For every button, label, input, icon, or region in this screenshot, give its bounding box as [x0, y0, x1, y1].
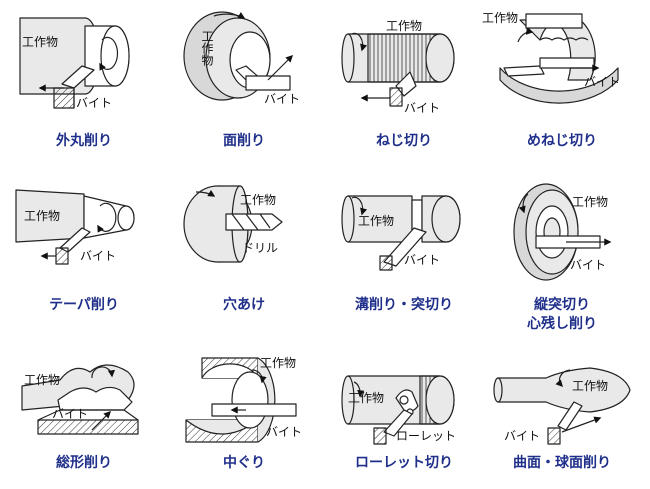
caption-face-grooving: 縦突切り 心残し削り [482, 296, 642, 334]
caption-face-grooving-line-2: 心残し削り [527, 316, 597, 332]
caption-internal-threading: めねじ切り [527, 133, 597, 149]
caption-face-grooving-line-1: 縦突切り [534, 297, 590, 313]
label-tool-10: バイト [266, 425, 303, 439]
caption-knurling: ローレット切り [355, 455, 453, 471]
label-workpiece-9: 工作物 [24, 373, 61, 387]
label-drill-6: ドリル [242, 241, 279, 255]
panel-grooving [341, 195, 461, 271]
caption-outer-turning: 外丸削り [56, 133, 112, 149]
panel-knurling [341, 375, 455, 445]
label-workpiece-1: 工作物 [22, 35, 59, 49]
label-knurl-11: ローレット [396, 429, 457, 443]
panel-outer-turning [19, 17, 130, 109]
caption-threading: ねじ切り [376, 133, 432, 149]
label-workpiece-6: 工作物 [240, 193, 277, 207]
caption-facing: 面削り [223, 133, 265, 149]
panel-threading [341, 32, 455, 107]
label-tool-2: バイト [264, 92, 301, 106]
caption-form-turning: 総形削り [56, 455, 112, 471]
caption-spherical-turning: 曲面・球面削り [513, 455, 611, 471]
panel-form-turning [21, 364, 139, 435]
label-tool-5: バイト [80, 249, 117, 263]
label-workpiece-7: 工作物 [358, 214, 395, 228]
label-tool-4: バイト [584, 75, 621, 89]
label-workpiece-12: 工作物 [572, 379, 609, 393]
label-workpiece-11: 工作物 [348, 391, 385, 405]
label-tool-8: バイト [570, 258, 607, 272]
label-workpiece-2: 工作物 [200, 30, 214, 66]
panel-boring [185, 357, 297, 443]
caption-drilling: 穴あけ [223, 297, 265, 313]
label-workpiece-10: 工作物 [260, 356, 297, 370]
caption-taper-turning: テーパ削り [49, 297, 119, 313]
panel-drilling [183, 185, 283, 263]
label-tool-9: バイト [52, 407, 89, 421]
caption-boring: 中ぐり [223, 455, 265, 471]
panel-spherical-turning [493, 367, 631, 445]
caption-grooving: 溝削り・突切り [355, 297, 453, 313]
label-tool-3: バイト [404, 101, 441, 115]
label-tool-1: バイト [76, 96, 113, 110]
panel-taper-turning [15, 189, 135, 265]
panel-face-grooving [513, 183, 612, 281]
label-workpiece-8: 工作物 [572, 195, 609, 209]
label-tool-7: バイト [404, 253, 441, 267]
label-tool-12: バイト [504, 429, 541, 443]
label-workpiece-3: 工作物 [386, 19, 423, 33]
panel-facing [183, 11, 294, 101]
panel-internal-threading [499, 13, 619, 104]
label-workpiece-4: 工作物 [482, 11, 519, 25]
label-workpiece-5: 工作物 [24, 209, 61, 223]
